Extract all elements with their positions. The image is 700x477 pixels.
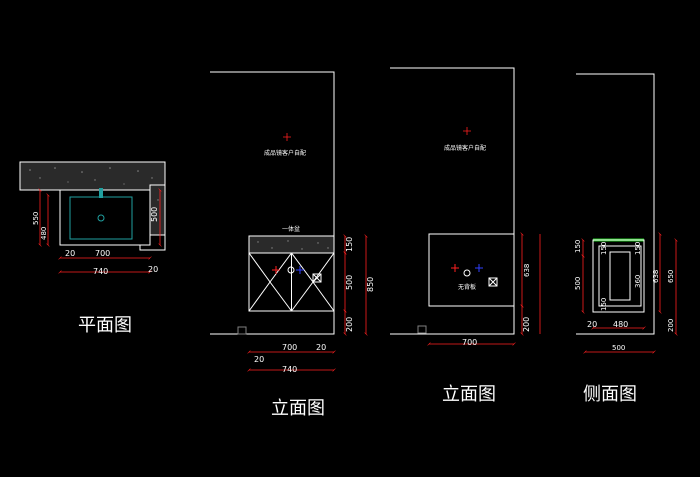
front-granite-speckle <box>257 240 329 250</box>
front-mirror-outline <box>210 71 335 335</box>
plan-right-step <box>139 234 166 251</box>
front-hot-water-icon <box>272 266 280 274</box>
plan-dim-depth-inner: 480 <box>40 227 48 240</box>
front-right-door-swing <box>291 252 314 312</box>
front-dim-overall: 850 <box>366 277 375 292</box>
rear-dim-leg: 200 <box>522 317 531 332</box>
side-dim-right-mid: 638 <box>652 270 660 283</box>
front-floor-hatch <box>237 326 247 335</box>
plan-granite-speckle <box>29 167 159 221</box>
side-dim-top-left: 150 <box>574 240 582 253</box>
basin-note: 一体盆 <box>282 225 300 233</box>
side-dim-gap: 20 <box>587 320 597 329</box>
plan-dim-right-depth: 500 <box>150 207 159 222</box>
plan-dim-side-right: 20 <box>148 265 158 274</box>
front-countertop <box>248 235 335 254</box>
plan-dim-width-inner: 700 <box>95 249 110 258</box>
rear-floor-hatch <box>417 325 427 334</box>
plan-cabinet-outline <box>59 189 151 246</box>
plan-faucet-icon <box>99 188 103 198</box>
plan-dim-side-left: 20 <box>65 249 75 258</box>
rear-dim-height: 638 <box>523 264 531 277</box>
rear-dim-width: 700 <box>462 338 477 347</box>
front-left-door-swing <box>248 252 271 312</box>
plan-caption: 平面图 <box>78 315 132 336</box>
rear-cold-water-icon <box>475 264 483 272</box>
rear-caption: 立面图 <box>442 384 496 405</box>
side-dim-right-top: 150 <box>634 242 642 255</box>
rear-mirror-outline <box>390 67 515 335</box>
side-dim-inner-mid: 360 <box>634 275 642 288</box>
rear-mirror-center-mark <box>463 127 471 135</box>
front-caption: 立面图 <box>271 398 325 419</box>
front-dim-top: 150 <box>345 237 354 252</box>
side-elevation: 150 500 150 150 360 150 638 650 200 20 4… <box>574 73 676 405</box>
side-dim-inner-top: 150 <box>600 242 608 255</box>
front-dim-gap-left: 20 <box>254 355 264 364</box>
side-caption: 侧面图 <box>583 384 637 405</box>
plan-basin <box>69 196 133 240</box>
side-dim-depth-inner: 480 <box>613 320 628 329</box>
plan-drain-icon <box>97 214 105 222</box>
front-elevation: 成品镜客户自配 一体盆 150 500 200 850 700 20 <box>210 71 375 419</box>
side-dim-right-leg: 200 <box>667 319 675 332</box>
side-cabinet-body <box>592 239 645 313</box>
no-backboard-note: 无背板 <box>458 283 476 291</box>
side-wall-outline <box>576 73 655 335</box>
rear-cabinet-body <box>428 233 515 307</box>
side-dim-right-overall: 650 <box>667 270 675 283</box>
front-mirror-note: 成品镜客户自配 <box>264 149 306 157</box>
side-dim-bottom-left: 150 <box>600 298 608 311</box>
front-dim-gap-right: 20 <box>316 343 326 352</box>
front-cold-water-icon <box>296 266 304 274</box>
front-dim-cabinet: 500 <box>345 275 354 290</box>
side-dim-depth-total: 500 <box>612 344 625 352</box>
plan-dim-depth-outer: 550 <box>32 212 40 225</box>
front-outlet-icon <box>312 273 322 283</box>
front-dim-width-total: 740 <box>282 365 297 374</box>
front-dim-leg: 200 <box>345 317 354 332</box>
front-mirror-center-mark <box>283 133 291 141</box>
rear-drain-icon <box>463 269 471 277</box>
front-drain-icon <box>287 266 295 274</box>
rear-elevation: 成品镜客户自配 无背板 638 200 700 立面图 <box>390 67 541 405</box>
rear-mirror-note: 成品镜客户自配 <box>444 144 486 152</box>
plan-countertop <box>19 161 166 191</box>
side-dim-body-left: 500 <box>574 277 582 290</box>
rear-hot-water-icon <box>451 264 459 272</box>
side-inner-panel <box>609 251 631 301</box>
plan-view: 550 480 700 740 20 20 500 平面图 <box>19 161 166 336</box>
plan-dim-width-total: 740 <box>93 267 108 276</box>
rear-outlet-icon <box>488 277 498 287</box>
front-dim-width-inner: 700 <box>282 343 297 352</box>
